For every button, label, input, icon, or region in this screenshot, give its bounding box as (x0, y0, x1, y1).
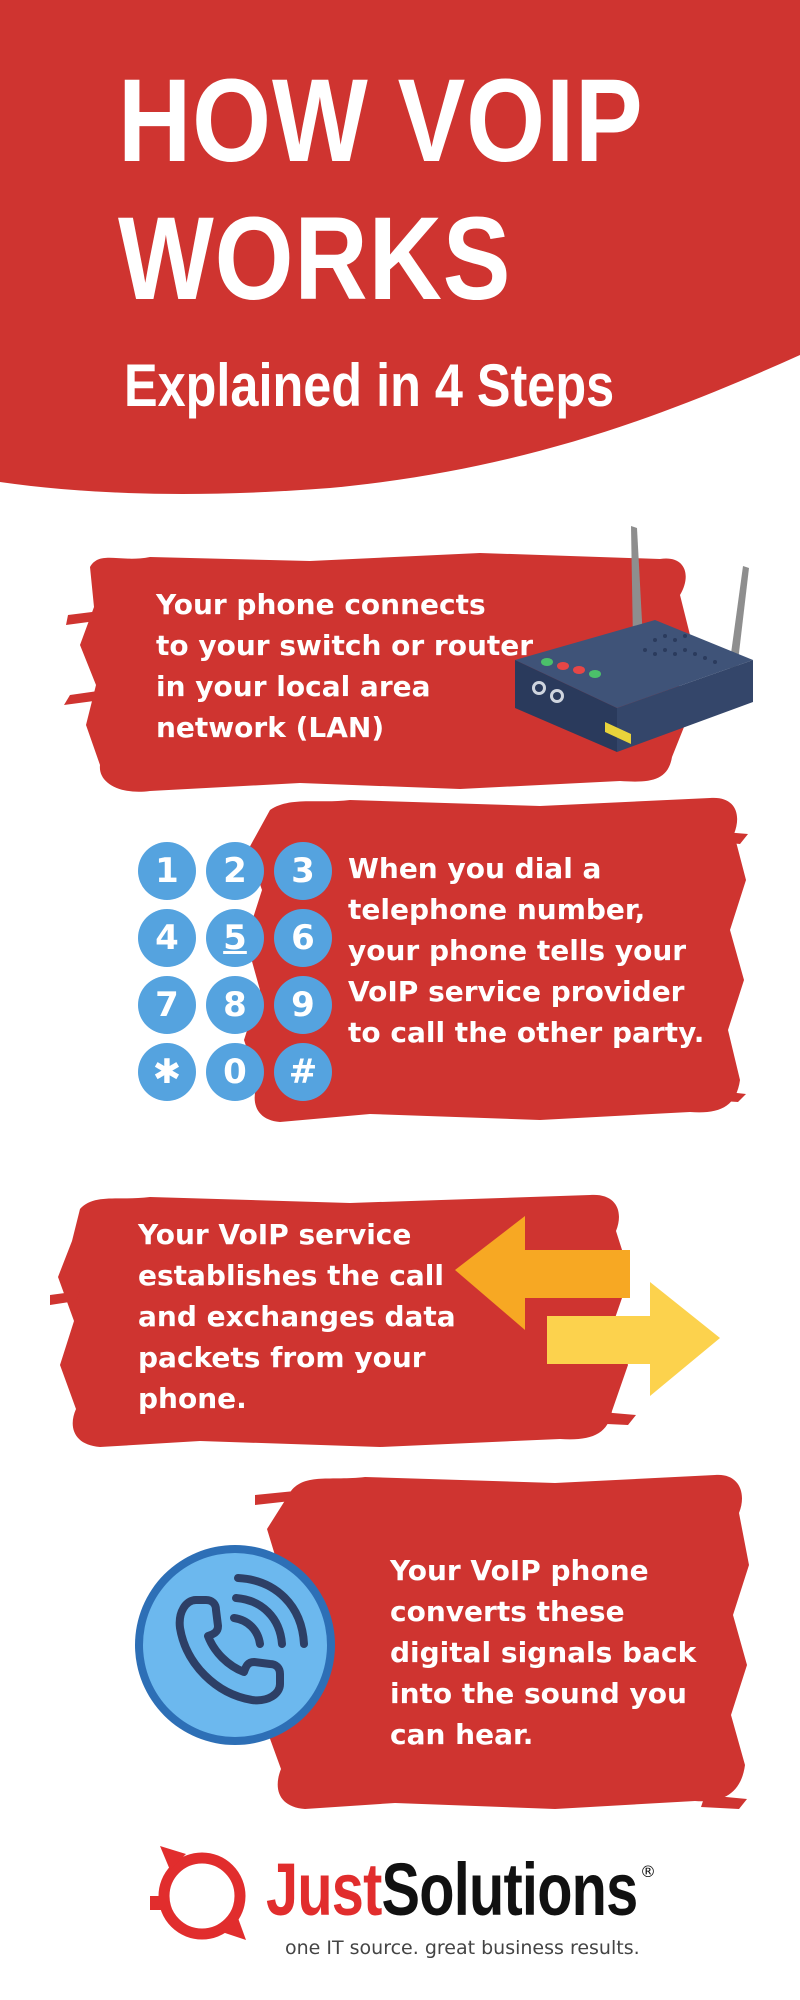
step-4-brush-background (255, 1474, 749, 1809)
keypad-key: 5 (206, 909, 264, 967)
keypad-key: 6 (274, 909, 332, 967)
keypad-key: 9 (274, 976, 332, 1034)
keypad-key: 1 (138, 842, 196, 900)
keypad-key: 0 (206, 1043, 264, 1101)
step-1-text: Your phone connects to your switch or ro… (156, 588, 534, 744)
router-icon (515, 526, 753, 752)
brand-logo-icon (150, 1846, 246, 1940)
brand-name-part1: Just (266, 1848, 382, 1931)
step-2-brush-background (244, 797, 748, 1122)
step-4-text: Your VoIP phone converts these digital s… (390, 1554, 697, 1751)
page-subtitle: Explained in 4 Steps (124, 352, 615, 419)
brand-tagline: one IT source. great business results. (285, 1937, 640, 1959)
header-background (0, 0, 800, 494)
keypad-key: 8 (206, 976, 264, 1034)
phone-call-icon (135, 1545, 335, 1745)
keypad-key: # (274, 1043, 332, 1101)
brand-name-part2: Solutions (381, 1848, 639, 1931)
keypad-key: 4 (138, 909, 196, 967)
keypad-key: 3 (274, 842, 332, 900)
step-3-text: Your VoIP service establishes the call a… (138, 1218, 456, 1415)
brand-name: JustSolutions (266, 1853, 638, 1927)
keypad-key: ✱ (138, 1043, 196, 1101)
step-1-brush-background (64, 553, 690, 792)
keypad-key: 7 (138, 976, 196, 1034)
keypad-key: 2 (206, 842, 264, 900)
step-2-text: When you dial a telephone number, your p… (348, 852, 705, 1049)
page-title-line2: WORKS (118, 193, 512, 325)
exchange-arrows-icon (455, 1216, 720, 1396)
registered-mark: ® (640, 1862, 656, 1881)
page-title-line1: HOW VOIP (118, 55, 644, 187)
